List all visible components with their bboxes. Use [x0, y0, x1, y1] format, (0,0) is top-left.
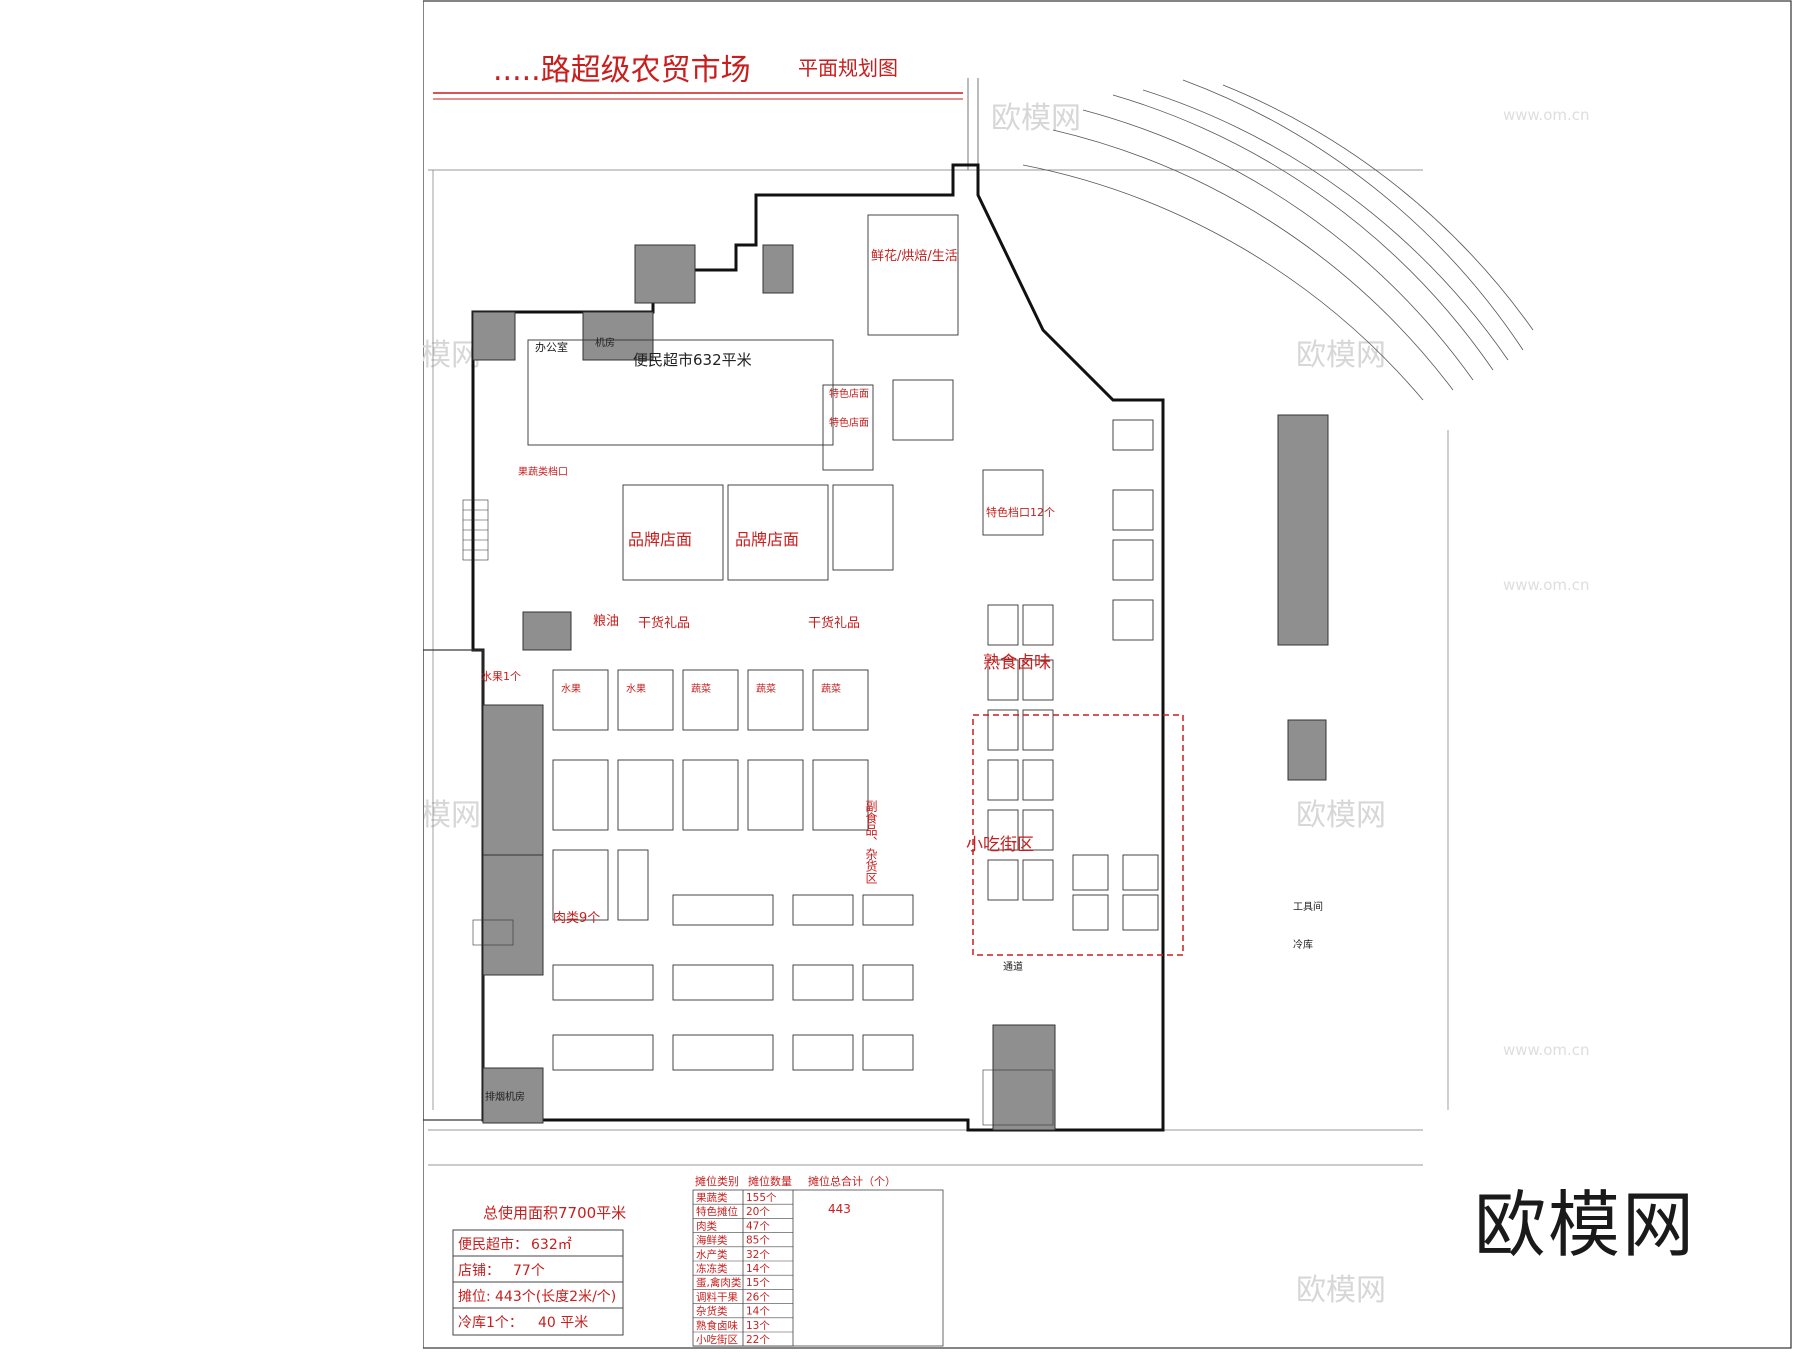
- zone-specialty-shop-1: 特色店面: [829, 387, 869, 400]
- svg-text:欧模网: 欧模网: [991, 101, 1081, 136]
- summary-value-1: 77个: [513, 1263, 545, 1279]
- table-cell-category: 小吃街区: [696, 1333, 738, 1346]
- plan-title-sub: 平面规划图: [798, 56, 898, 80]
- table-cell-count: 155个: [746, 1192, 777, 1204]
- table-cell-count: 85个: [746, 1235, 770, 1247]
- summary-label-3: 冷库1个：: [458, 1315, 523, 1331]
- zone-drain-room: 排烟机房: [485, 1090, 525, 1103]
- summary-total-area: 总使用面积7700平米: [483, 1204, 626, 1222]
- zone-grocery: 副食品、杂货区: [864, 800, 878, 884]
- plan-title: .....路超级农贸市场 平面规划图: [433, 53, 963, 100]
- summary-value-3: 40 平米: [538, 1315, 588, 1331]
- table-cell-category: 冻冻类: [696, 1262, 728, 1275]
- table-cell-category: 调料干果: [696, 1290, 738, 1303]
- table-header-total: 摊位总合计（个）: [808, 1174, 896, 1188]
- table-cell-category: 肉类: [696, 1219, 717, 1232]
- table-cell-count: 15个: [746, 1277, 770, 1289]
- dimension-lines: [428, 169, 1449, 1166]
- table-header-category: 摊位类别: [695, 1174, 739, 1188]
- stall-grid: [527, 214, 1159, 1071]
- table-cell-count: 32个: [746, 1249, 770, 1261]
- zone-dry-goods-2: 干货礼品: [808, 615, 860, 631]
- table-cell-count: 20个: [746, 1206, 770, 1218]
- svg-text:欧模网: 欧模网: [423, 798, 481, 833]
- zone-meat: 肉类9个: [553, 911, 600, 926]
- svg-text:欧模网: 欧模网: [1296, 798, 1386, 833]
- table-cell-category: 水产类: [696, 1248, 728, 1261]
- zone-snack-street: 小吃街区: [966, 835, 1034, 855]
- plan-title-main: .....路超级农贸市场: [493, 53, 751, 88]
- summary-label-2: 摊位:: [458, 1289, 491, 1305]
- zone-fruit-2: 水果: [626, 683, 646, 695]
- zone-fruit-veg-stalls: 果蔬类档口: [518, 465, 568, 478]
- zone-grain-oil: 粮油: [593, 614, 619, 629]
- zone-special-stalls: 特色档口12个: [986, 505, 1055, 519]
- table-cell-count: 22个: [746, 1334, 770, 1346]
- zone-veg-1: 蔬菜: [691, 683, 711, 695]
- zone-flowers: 鲜花/烘焙/生活: [871, 248, 958, 264]
- table-cell-count: 47个: [746, 1220, 770, 1232]
- zone-fruit-1: 水果: [561, 683, 581, 695]
- zone-cooked-food: 熟食卤味: [983, 652, 1051, 673]
- table-cell-count: 26个: [746, 1291, 770, 1303]
- curved-auditorium: [967, 78, 1534, 401]
- area-summary: 总使用面积7700平米 便民超市： 632㎡ 店铺： 77个 摊位: 443个(…: [452, 1204, 626, 1336]
- table-header-count: 摊位数量: [748, 1174, 792, 1188]
- table-cell-count: 14个: [746, 1263, 770, 1275]
- table-cell-category: 特色摊位: [696, 1205, 738, 1218]
- zone-dry-goods-1: 干货礼品: [638, 615, 690, 631]
- table-cell-count: 13个: [746, 1320, 770, 1332]
- zone-labels: 便民超市632平米 办公室 机房 品牌店面 品牌店面 熟食卤味 小吃街区 鲜花/…: [481, 248, 1323, 1103]
- table-total: 443: [828, 1202, 851, 1216]
- summary-value-0: 632㎡: [531, 1237, 572, 1253]
- table-cell-category: 果蔬类: [696, 1191, 728, 1204]
- floor-plan-drawing: 欧模网 欧模网 欧模网 欧模网 欧模网 欧模网 欧模网 欧模网 欧模网 www.…: [140, 0, 1792, 1349]
- zone-cold-storage: 冷库: [1293, 938, 1313, 951]
- brand-logo: 欧模网: [1474, 1183, 1697, 1267]
- zone-supermarket: 便民超市632平米: [633, 351, 752, 369]
- summary-label-1: 店铺：: [458, 1263, 500, 1279]
- building-outline: [471, 163, 1165, 1132]
- table-cell-count: 14个: [746, 1306, 770, 1318]
- table-cell-category: 海鲜类: [696, 1234, 728, 1247]
- zone-veg-3: 蔬菜: [821, 683, 841, 695]
- svg-text:欧模网: 欧模网: [1296, 338, 1386, 373]
- table-cell-category: 熟食卤味: [696, 1319, 738, 1332]
- zone-machine-room: 机房: [595, 336, 615, 349]
- escalators: [462, 499, 1054, 1126]
- zone-veg-2: 蔬菜: [756, 683, 776, 695]
- svg-text:欧模网: 欧模网: [1296, 1273, 1386, 1308]
- table-cell-category: 蛋,禽肉类: [696, 1276, 742, 1289]
- summary-value-2: 443个(长度2米/个): [495, 1289, 616, 1305]
- zone-office: 办公室: [535, 340, 568, 354]
- zone-brand-store-2: 品牌店面: [735, 530, 799, 549]
- table-cell-category: 杂货类: [696, 1305, 728, 1318]
- machine-room-blocks: [472, 244, 1329, 1131]
- snack-zone-boundary: [972, 714, 1184, 956]
- zone-aisle: 通道: [1003, 960, 1023, 973]
- floor-plan-sheet: 欧模网 欧模网 欧模网 欧模网 欧模网 欧模网 欧模网 欧模网 欧模网 www.…: [140, 0, 1793, 1350]
- svg-text:www.om.cn: www.om.cn: [1503, 106, 1590, 124]
- svg-text:www.om.cn: www.om.cn: [1503, 576, 1590, 594]
- zone-specialty-shop-2: 特色店面: [829, 416, 869, 429]
- zone-tools: 工具间: [1293, 900, 1323, 913]
- zone-fruit-count: 水果1个: [481, 670, 521, 683]
- summary-label-0: 便民超市：: [458, 1236, 528, 1253]
- svg-text:www.om.cn: www.om.cn: [1503, 1041, 1590, 1059]
- zone-brand-store-1: 品牌店面: [628, 530, 692, 549]
